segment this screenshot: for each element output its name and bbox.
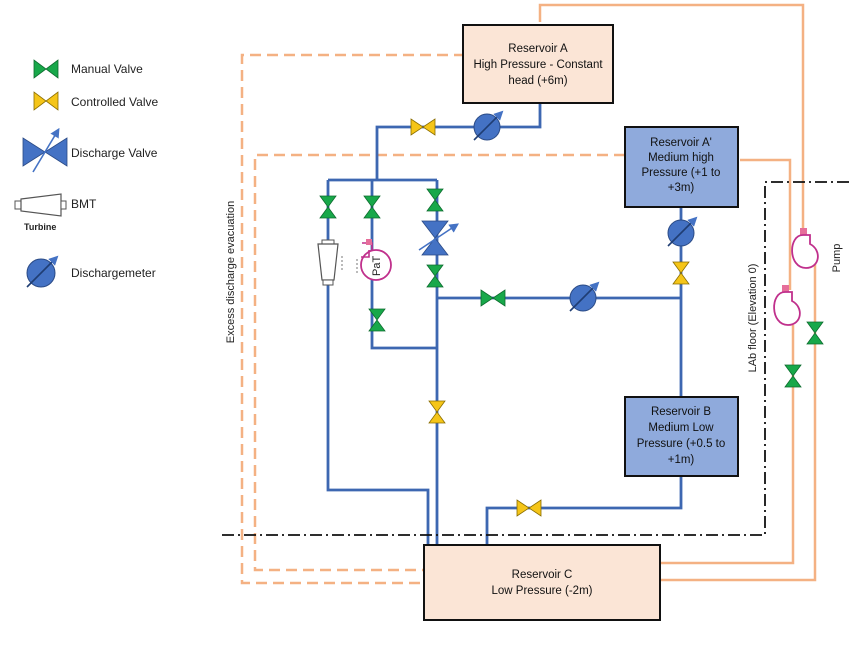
reservoir-a: Reservoir A High Pressure - Constant hea… xyxy=(462,24,614,104)
legend-bmt: BMT Turbine xyxy=(14,193,97,232)
legend-turbine-label: Turbine xyxy=(24,222,56,232)
excess-discharge-inner-line xyxy=(253,153,625,572)
reservoir-a-prime-line3: Pressure (+1 to xyxy=(642,167,721,179)
excess-discharge-label: Excess discharge evacuation xyxy=(225,201,237,343)
dischargemeter-icon xyxy=(26,255,59,288)
manual-valve-icon xyxy=(368,308,386,332)
reservoir-c-line2: Low Pressure (-2m) xyxy=(492,585,593,597)
controlled-valve-icon xyxy=(33,91,59,111)
controlled-valve-icon xyxy=(428,400,446,424)
pump-icon xyxy=(791,228,819,269)
manual-valve-icon xyxy=(426,264,444,288)
legend-dischargemeter: Dischargemeter xyxy=(26,255,156,288)
dischargemeter-icon xyxy=(667,216,698,247)
lab-floor-line xyxy=(222,181,853,536)
legend-discharge-valve: Discharge Valve xyxy=(22,127,158,173)
reservoir-b-line2: Medium Low xyxy=(648,422,714,434)
pipe-bmt-branch xyxy=(326,180,430,545)
dischargemeter-icon xyxy=(569,281,600,312)
pipe-pat-branch xyxy=(370,180,437,350)
pipe-a-outlet xyxy=(375,103,542,180)
legend-controlled-valve-label: Controlled Valve xyxy=(71,95,158,109)
legend-manual-valve-label: Manual Valve xyxy=(71,62,143,76)
pat-label: PaT xyxy=(371,256,383,276)
manual-valve-icon xyxy=(806,321,824,345)
legend-bmt-label: BMT xyxy=(71,197,97,211)
excess-discharge-outer-line xyxy=(240,53,465,585)
pat-icon xyxy=(356,239,392,281)
pump-label: Pump xyxy=(831,244,843,273)
reservoir-a-prime-line2: Medium high xyxy=(648,152,714,164)
manual-valve-icon xyxy=(319,195,337,219)
legend-manual-valve: Manual Valve xyxy=(33,59,143,79)
manual-valve-icon xyxy=(480,289,506,307)
bmt-turbine-icon xyxy=(317,239,343,286)
pipe-network xyxy=(326,103,683,545)
manual-valve-icon xyxy=(784,364,802,388)
reservoir-a-line1: Reservoir A xyxy=(508,43,568,55)
pump-delivery-line-a xyxy=(538,3,805,232)
pump-suction-line-2 xyxy=(660,262,817,582)
lab-floor-label: LAb floor (Elevation 0) xyxy=(747,264,759,373)
controlled-valve-icon xyxy=(672,261,690,285)
legend-discharge-valve-label: Discharge Valve xyxy=(71,146,158,160)
reservoir-a-prime: Reservoir A' Medium high Pressure (+1 to… xyxy=(624,126,739,208)
reservoir-b-line1: Reservoir B xyxy=(651,406,711,418)
return-lines xyxy=(240,3,817,585)
reservoir-b-line4: +1m) xyxy=(668,454,695,466)
controlled-valve-icon xyxy=(410,118,436,136)
pump-suction-line-1 xyxy=(660,325,795,565)
legend-controlled-valve: Controlled Valve xyxy=(33,91,158,111)
legend-dischargemeter-label: Dischargemeter xyxy=(71,266,156,280)
pipe-b-outlet xyxy=(485,476,683,545)
pump-icon xyxy=(773,285,801,326)
bmt-turbine-icon xyxy=(14,193,67,217)
reservoir-c: Reservoir C Low Pressure (-2m) xyxy=(423,544,661,621)
controlled-valve-icon xyxy=(516,499,542,517)
discharge-valve-icon xyxy=(22,127,68,173)
reservoir-a-prime-line1: Reservoir A' xyxy=(650,137,712,149)
dischargemeter-icon xyxy=(473,110,504,141)
reservoir-a-prime-line4: +3m) xyxy=(668,182,695,194)
manual-valve-icon xyxy=(426,188,444,212)
manual-valve-icon xyxy=(33,59,59,79)
pump-delivery-line-a-prime xyxy=(740,158,792,290)
legend: Manual Valve Controlled Valve Discharge … xyxy=(14,59,158,288)
reservoir-c-line1: Reservoir C xyxy=(512,569,573,581)
discharge-valve-icon xyxy=(418,220,459,256)
reservoir-a-line2: High Pressure - Constant xyxy=(473,59,603,71)
reservoir-b: Reservoir B Medium Low Pressure (+0.5 to… xyxy=(624,396,739,477)
reservoir-b-line3: Pressure (+0.5 to xyxy=(637,438,726,450)
reservoir-a-line3: head (+6m) xyxy=(508,75,567,87)
manual-valve-icon xyxy=(363,195,381,219)
